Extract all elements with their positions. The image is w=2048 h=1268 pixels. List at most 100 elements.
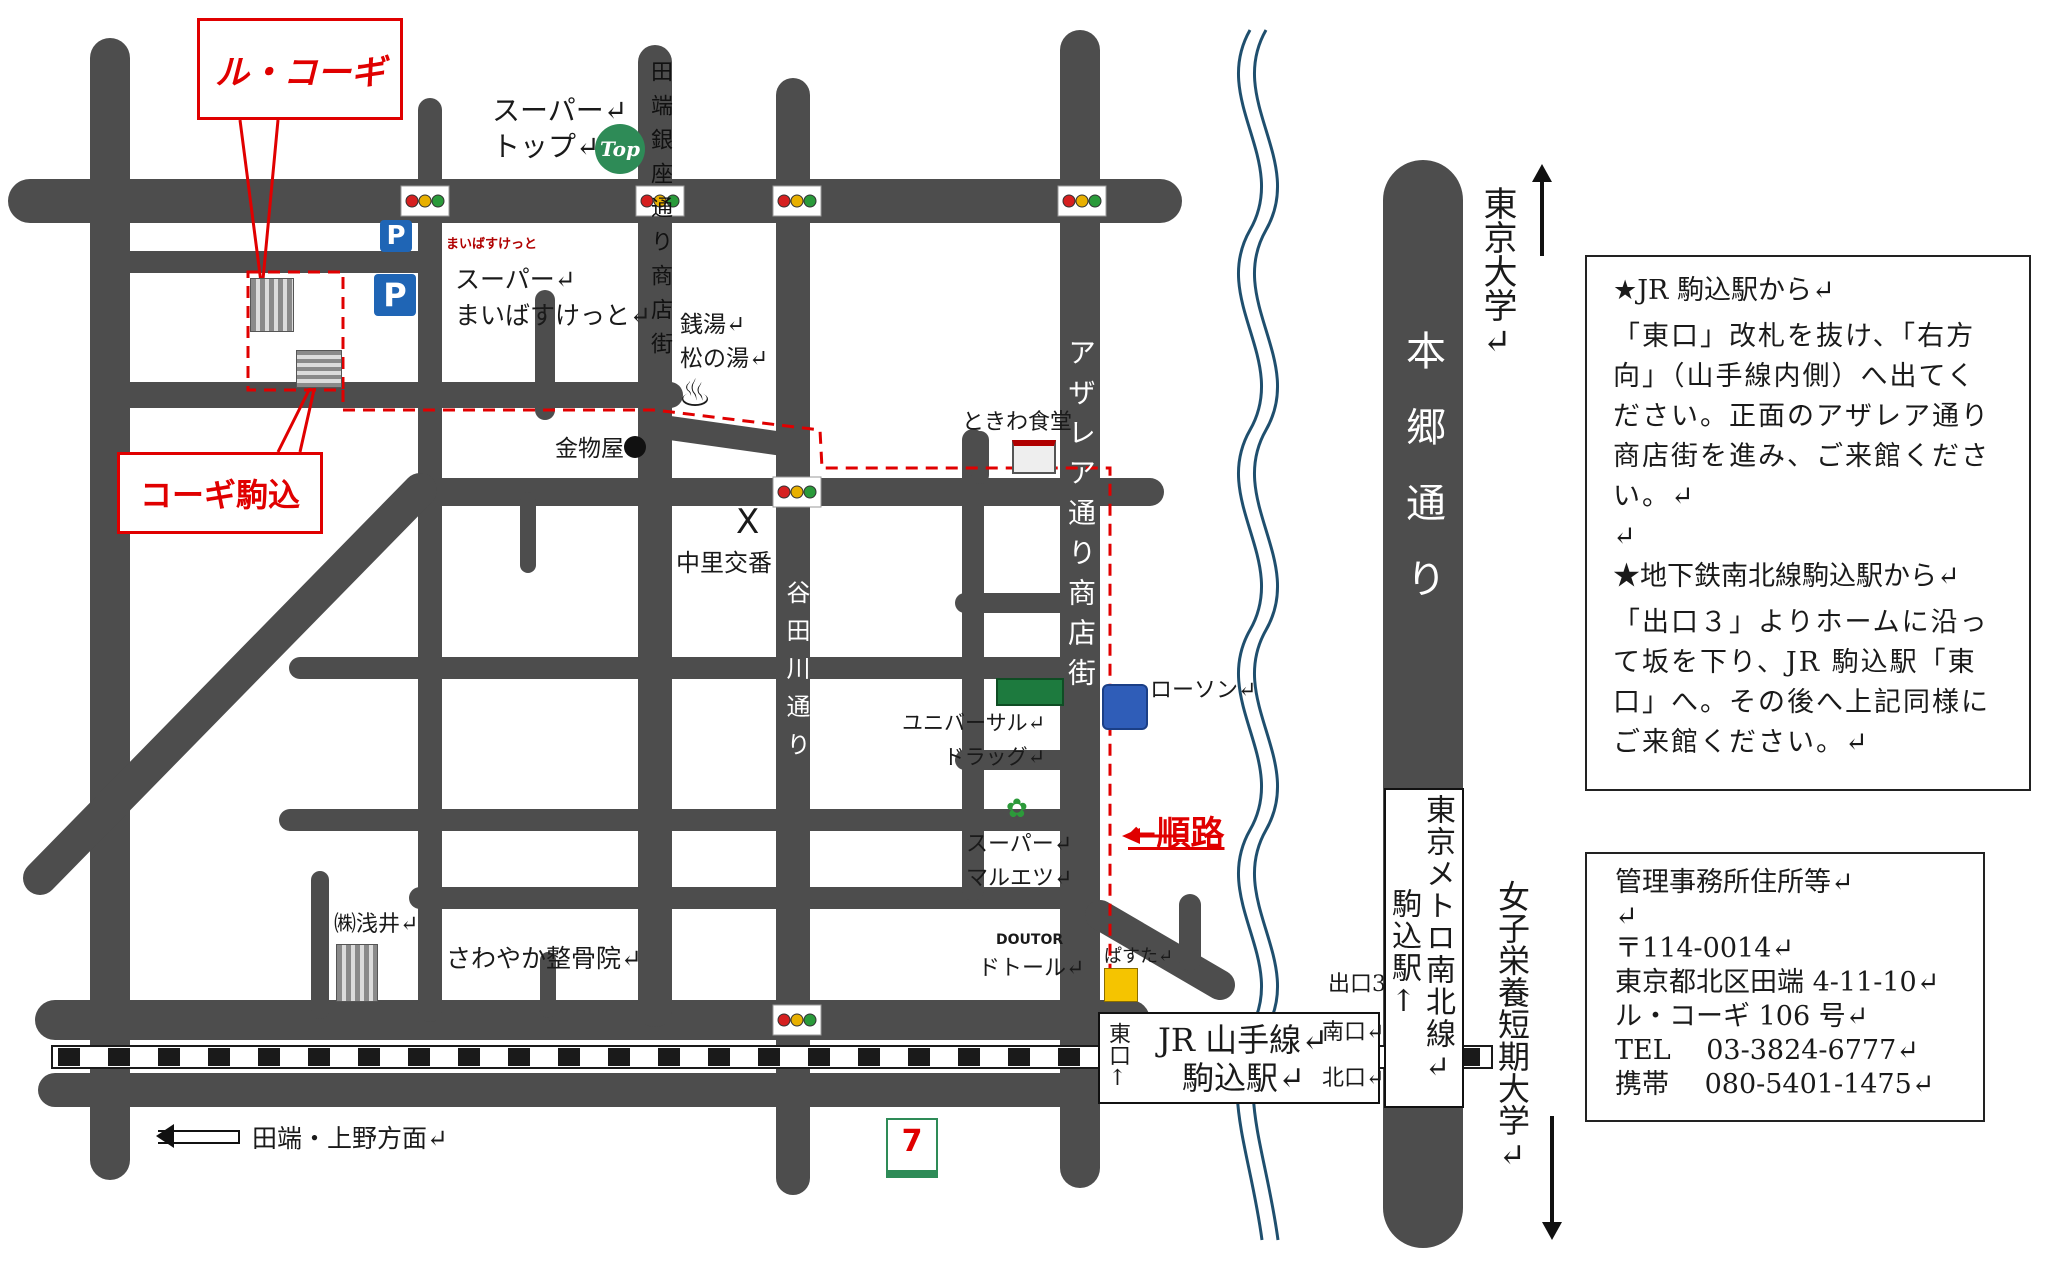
top-logo-text: Top (600, 137, 640, 161)
metro-station-box (1384, 788, 1464, 1108)
railway-tie (558, 1048, 580, 1066)
koban-icon: X (736, 502, 760, 542)
railway-tie (358, 1048, 380, 1066)
railway-tie (158, 1048, 180, 1066)
walking-route (246, 270, 1112, 980)
route-destination-area (246, 270, 345, 392)
cogi-komagome-building-icon (296, 350, 342, 388)
kanamonoya-marker (624, 436, 646, 458)
railway-tie (58, 1048, 80, 1066)
metro-directions-heading: ★地下鉄南北線駒込駅から↵ (1613, 561, 1960, 592)
south-arrow-head (1542, 1222, 1562, 1240)
office-box: 管理事務所住所等↵ ↵ 〒114-0014↵ 東京都北区田端 4-11-10↵ … (1585, 852, 1985, 1122)
jr-directions-heading: ★JR 駒込駅から↵ (1613, 275, 1835, 306)
seven-eleven-icon: 7 (886, 1118, 938, 1178)
railway-tie (808, 1048, 830, 1066)
railway-tie (958, 1048, 980, 1066)
north-arrow-icon (1540, 176, 1544, 256)
west-arrow-head (156, 1124, 174, 1148)
doutor-label: ドトール↵ (978, 956, 1085, 981)
asai-building-icon (336, 944, 378, 1002)
metro-line-label: 東京メトロ南北線↵ (1420, 794, 1455, 1087)
office-zip: 〒114-0014↵ (1615, 933, 1794, 964)
railway-tie (308, 1048, 330, 1066)
traffic-light-icon (635, 185, 685, 217)
metro-directions-text: 「出口３」よりホームに沿って坂を下り、JR 駒込駅「東口」へ。その後へ上記同様に… (1613, 607, 1990, 758)
womens-college-label: 女子栄養短期大学↵ (1493, 880, 1531, 1174)
office-blank: ↵ (1615, 901, 1638, 932)
west-arrow-icon (158, 1130, 240, 1144)
traffic-lights (400, 185, 1107, 1036)
road-diag-west (23, 473, 437, 895)
le-cogi-callout: ル・コーギ (197, 18, 403, 120)
tabata-ginza-road-label: 田端銀座通り商店街 (647, 60, 672, 366)
railway-tie (758, 1048, 780, 1066)
jr-directions-text: 「東口」改札を抜け、「右方向」（山手線内側）へ出てください。正面のアザレア通り商… (1613, 321, 1990, 512)
pasela-label: ぱすた↵ (1104, 946, 1174, 967)
nakazato-koban-label: 中里交番 (676, 549, 772, 577)
route-label: ←順路 (1128, 814, 1225, 854)
jr-station-label: 駒込駅↵ (1182, 1059, 1305, 1097)
south-arrow-icon (1550, 1116, 1554, 1226)
asai-label: ㈱浅井↵ (334, 912, 419, 937)
maruetsu-logo-icon: ✿ (1006, 794, 1028, 824)
traffic-light-icon (772, 1004, 822, 1036)
road-kanamono (658, 416, 802, 457)
maruetsu-label: スーパー↵ マルエツ↵ (966, 832, 1073, 891)
supermarket-maibasket-label: スーパー↵ まいばすけっと↵ (455, 265, 651, 330)
directions-blank: ↵ (1613, 521, 1636, 552)
north-exit-label: 北口↵ (1322, 1066, 1385, 1091)
tokiwa-shop-icon (1012, 440, 1056, 474)
traffic-light-icon (772, 476, 822, 508)
office-heading: 管理事務所住所等↵ (1615, 867, 1854, 898)
route-path (341, 390, 1112, 980)
office-tel: TEL 03-3824-6777↵ (1615, 1035, 1919, 1066)
railway-tie (108, 1048, 130, 1066)
hongo-road-label: 本郷通り (1399, 330, 1445, 634)
railway-tie (1058, 1048, 1080, 1066)
traffic-light-icon (1057, 185, 1107, 217)
lawson-icon (1102, 684, 1148, 730)
hot-spring-icon: ♨ (678, 371, 713, 415)
yanakagawa-road-label: 谷田川通り (782, 580, 810, 770)
railway-tie (458, 1048, 480, 1066)
office-mobile: 携帯 080-5401-1475↵ (1615, 1069, 1935, 1100)
top-logo-icon: Top (595, 124, 645, 174)
sawayaka-label: さわやか整骨院↵ (446, 944, 642, 973)
tokiwa-label: ときわ食堂 (962, 410, 1073, 435)
universal-drug-logo-icon (996, 678, 1064, 706)
le-cogi-building-icon (250, 278, 294, 332)
traffic-light-icon (400, 185, 450, 217)
road-diag-station (1085, 900, 1235, 1000)
road-network (8, 30, 1463, 1248)
directions-box: ★JR 駒込駅から↵ 「東口」改札を抜け、「右方向」（山手線内側）へ出てください… (1585, 255, 2031, 791)
kanamonoya-label: 金物屋 (555, 436, 624, 462)
parking-icon: P (380, 220, 412, 252)
railway-tie (858, 1048, 880, 1066)
le-cogi-callout-label: ル・コーギ (215, 52, 385, 93)
south-exit-label: 南口↵ (1322, 1020, 1385, 1045)
office-address2: ル・コーギ 106 号↵ (1615, 1001, 1869, 1032)
jr-line-label: JR 山手線↵ (1158, 1021, 1328, 1059)
railway-tie (408, 1048, 430, 1066)
railway-tie (1008, 1048, 1030, 1066)
office-address1: 東京都北区田端 4-11-10↵ (1615, 967, 1940, 998)
east-exit-label: 東口↑ (1105, 1022, 1130, 1091)
traffic-light-icon (772, 185, 822, 217)
route-arrow (1122, 828, 1185, 844)
parking-icon: P (374, 274, 416, 316)
tokyo-univ-label: 東京大学↵ (1477, 186, 1517, 362)
cogi-komagome-callout: コーギ駒込 (117, 452, 323, 534)
railway-tie (908, 1048, 930, 1066)
north-arrow-head (1532, 164, 1552, 182)
railway-tie (208, 1048, 230, 1066)
railway-tie (258, 1048, 280, 1066)
jr-station-box (1098, 1012, 1380, 1104)
railway-tie (508, 1048, 530, 1066)
supermarket-top-label: スーパー↵ トップ↵ (492, 94, 628, 163)
to-tabata-ueno-label: 田端・上野方面↵ (252, 1124, 448, 1153)
sento-label: 銭湯↵ 松の湯↵ (680, 312, 769, 372)
maibasket-logo: まいばすけっと (446, 237, 538, 252)
metro-station-label: 駒込駅↑ (1386, 888, 1421, 1021)
